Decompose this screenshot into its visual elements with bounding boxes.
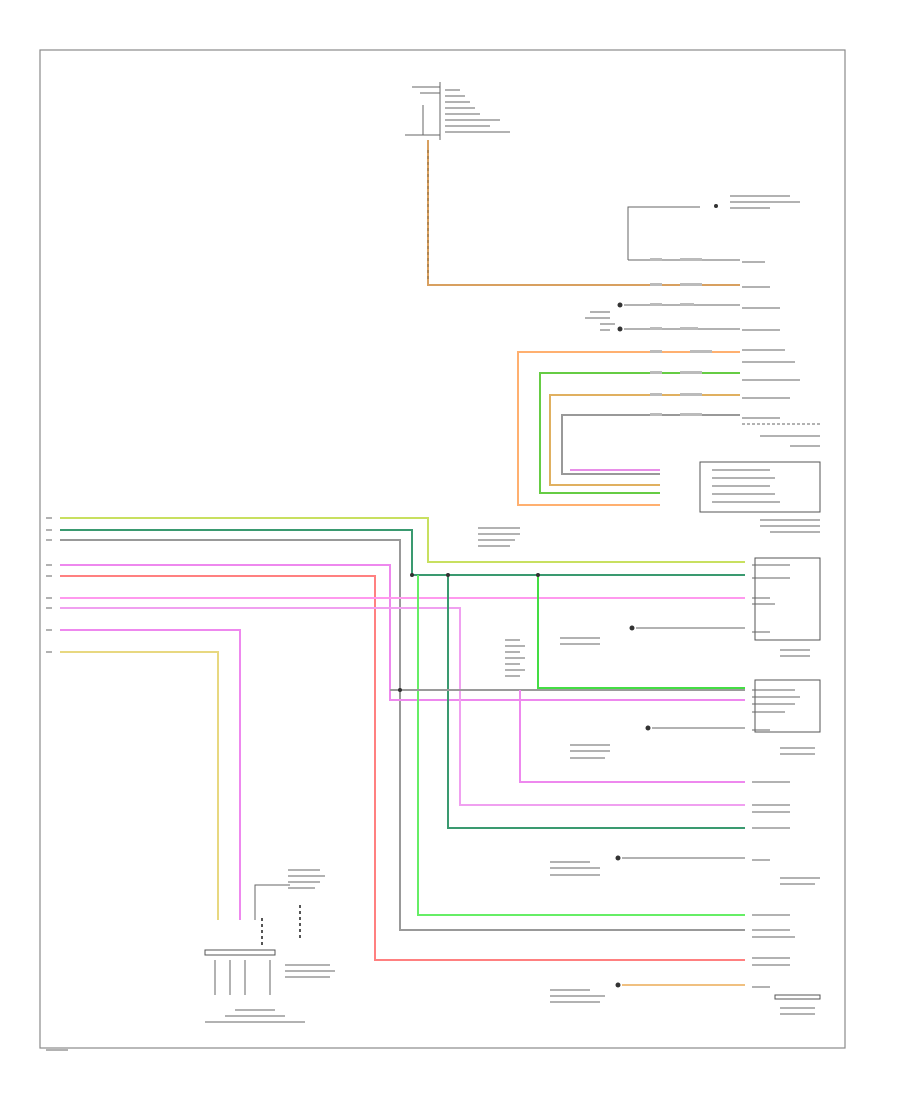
wire-dark-green-low: [447, 575, 745, 829]
input-switch-group: [585, 302, 740, 332]
left-connector-pins: [46, 517, 52, 653]
wire-yellow-green-top: [60, 517, 745, 563]
wire-magenta-3: [60, 629, 241, 920]
wire-magenta-1: [60, 564, 745, 701]
wire-tan-loop: [549, 394, 740, 486]
wire-green-long: [537, 575, 745, 689]
module-box-upper: [699, 461, 821, 513]
wire-pink-mid: [519, 690, 745, 783]
ground-labels-left: [550, 637, 610, 1003]
wire-gray-left: [60, 539, 745, 931]
connector-column-right: [742, 261, 820, 447]
wire-gray-loop: [561, 414, 740, 475]
switch-label-top: [730, 195, 800, 209]
ground-symbol: [615, 625, 745, 988]
fuse-block-top: [405, 82, 510, 140]
wire-green-loop: [539, 372, 740, 494]
wire-magenta-2: [60, 607, 745, 806]
center-connector-label: [478, 527, 520, 547]
wire-top-black: [627, 206, 700, 260]
module-box-mid: [754, 519, 821, 1015]
data-link-connector: [204, 869, 335, 1023]
wire-feed-orange: [427, 140, 740, 286]
wire-orange-loop: [517, 351, 740, 506]
diagram-frame: [39, 49, 846, 1049]
wire-yellow-left: [60, 651, 219, 920]
wire-green-bottom: [417, 575, 745, 916]
wire-label-blocks: [650, 258, 712, 416]
wire-teal: [60, 529, 745, 576]
wire-red-left: [60, 575, 745, 961]
splice-dots: [398, 573, 540, 692]
right-end-labels: [752, 564, 800, 988]
center-ground-label: [505, 639, 525, 677]
